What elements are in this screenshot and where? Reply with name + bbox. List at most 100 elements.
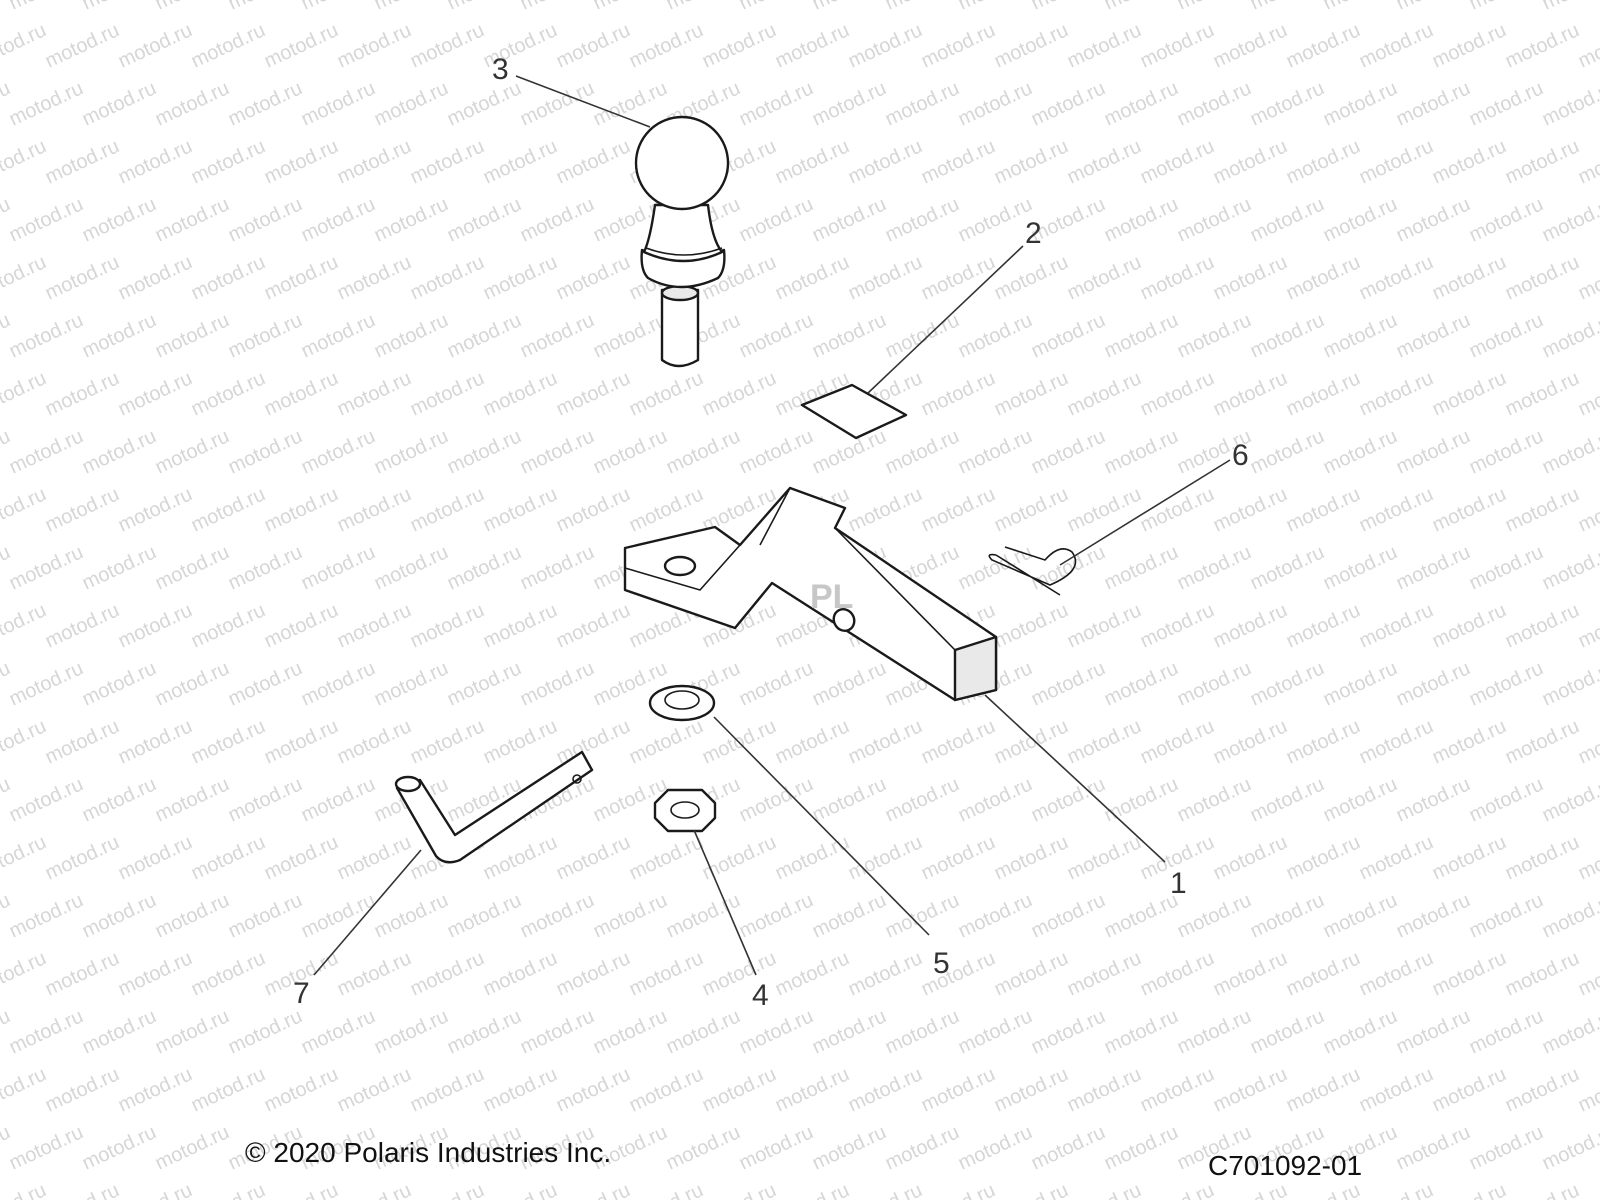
- drawing-number: C701092-01: [1208, 1150, 1363, 1181]
- watermark-text: motod.ru: [42, 715, 123, 768]
- watermark-text: motod.ru: [1539, 889, 1600, 942]
- watermark-text: motod.ru: [152, 77, 233, 130]
- watermark-text: motod.ru: [809, 657, 890, 710]
- watermark-text: motod.ru: [1247, 425, 1328, 478]
- watermark-text: motod.ru: [553, 483, 634, 536]
- hairpin-clip: [988, 546, 1077, 596]
- watermark-text: motod.ru: [882, 193, 963, 246]
- watermark-text: motod.ru: [334, 251, 415, 304]
- decal: [800, 383, 908, 440]
- watermark-text: motod.ru: [1283, 251, 1364, 304]
- watermark-text: motod.ru: [407, 483, 488, 536]
- watermark-text: motod.ru: [334, 367, 415, 420]
- watermark-text: motod.ru: [1356, 1179, 1437, 1200]
- watermark-text: motod.ru: [845, 1179, 926, 1200]
- watermark-text: motod.ru: [1283, 1063, 1364, 1116]
- watermark-text: motod.ru: [1393, 773, 1474, 826]
- watermark-text: motod.ru: [955, 1121, 1036, 1174]
- watermark-text: motod.ru: [517, 657, 598, 710]
- watermark-text: motod.ru: [590, 0, 671, 15]
- watermark-text: motod.ru: [991, 135, 1072, 188]
- watermark-text: motod.ru: [334, 483, 415, 536]
- watermark-text: motod.ru: [1137, 135, 1218, 188]
- watermark-text: motod.ru: [42, 947, 123, 1000]
- watermark-text: motod.ru: [6, 193, 87, 246]
- watermark-text: motod.ru: [1429, 1063, 1510, 1116]
- watermark-text: motod.ru: [1575, 831, 1600, 884]
- watermark-text: motod.ru: [1356, 947, 1437, 1000]
- watermark-text: motod.ru: [736, 193, 817, 246]
- copyright-text: © 2020 Polaris Industries Inc.: [245, 1137, 612, 1168]
- watermark-text: motod.ru: [663, 1005, 744, 1058]
- watermark-text: motod.ru: [1466, 77, 1547, 130]
- watermark-text: motod.ru: [371, 889, 452, 942]
- watermark-text: motod.ru: [772, 715, 853, 768]
- watermark-text: motod.ru: [444, 193, 525, 246]
- watermark-text: motod.ru: [334, 947, 415, 1000]
- watermark-text: motod.ru: [1502, 367, 1583, 420]
- watermark-text: motod.ru: [991, 599, 1072, 652]
- watermark-text: motod.ru: [1137, 1063, 1218, 1116]
- watermark-text: motod.ru: [407, 947, 488, 1000]
- watermark-text: motod.ru: [115, 715, 196, 768]
- watermark-text: motod.ru: [1320, 77, 1401, 130]
- callout-4: 4: [752, 979, 769, 1012]
- watermark-text: motod.ru: [1247, 657, 1328, 710]
- watermark-text: motod.ru: [6, 0, 87, 15]
- watermark-text: motod.ru: [1247, 0, 1328, 15]
- watermark-text: motod.ru: [444, 1005, 525, 1058]
- watermark-text: motod.ru: [261, 1063, 342, 1116]
- watermark-text: motod.ru: [407, 715, 488, 768]
- watermark-text: motod.ru: [1356, 831, 1437, 884]
- watermark-text: motod.ru: [1101, 0, 1182, 15]
- watermark-text: motod.ru: [553, 947, 634, 1000]
- watermark-text: motod.ru: [42, 1179, 123, 1200]
- watermark-text: motod.ru: [1575, 135, 1600, 188]
- watermark-text: motod.ru: [1393, 0, 1474, 15]
- watermark-text: motod.ru: [1064, 483, 1145, 536]
- watermark-text: motod.ru: [1502, 483, 1583, 536]
- watermark-text: motod.ru: [1028, 889, 1109, 942]
- watermark-text: motod.ru: [225, 77, 306, 130]
- watermark-text: motod.ru: [1393, 193, 1474, 246]
- watermark-text: motod.ru: [772, 1179, 853, 1200]
- watermark-text: motod.ru: [1101, 309, 1182, 362]
- watermark-text: motod.ru: [261, 19, 342, 72]
- watermark-text: motod.ru: [79, 193, 160, 246]
- watermark-text: motod.ru: [407, 19, 488, 72]
- watermark-text: motod.ru: [736, 425, 817, 478]
- watermark-text: motod.ru: [1356, 19, 1437, 72]
- watermark-text: motod.ru: [188, 599, 269, 652]
- watermark-text: motod.ru: [1539, 657, 1600, 710]
- callout-2: 2: [1025, 217, 1042, 250]
- watermark-text: motod.ru: [626, 715, 707, 768]
- watermark-text: motod.ru: [955, 889, 1036, 942]
- watermark-text: motod.ru: [42, 1063, 123, 1116]
- watermark-text: motod.ru: [261, 831, 342, 884]
- watermark-text: motod.ru: [1283, 947, 1364, 1000]
- watermark-text: motod.ru: [115, 1179, 196, 1200]
- hitch-bar: PL: [623, 486, 998, 702]
- watermark-text: motod.ru: [371, 0, 452, 15]
- watermark-text: motod.ru: [1429, 831, 1510, 884]
- watermark-text: motod.ru: [955, 77, 1036, 130]
- watermark-text: motod.ru: [1429, 715, 1510, 768]
- watermark-text: motod.ru: [261, 483, 342, 536]
- watermark-text: motod.ru: [1101, 1005, 1182, 1058]
- watermark-text: motod.ru: [1502, 599, 1583, 652]
- watermark-text: motod.ru: [517, 541, 598, 594]
- watermark-text: motod.ru: [1028, 77, 1109, 130]
- watermark-text: motod.ru: [991, 831, 1072, 884]
- watermark-text: motod.ru: [1101, 425, 1182, 478]
- watermark-text: motod.ru: [991, 947, 1072, 1000]
- callout-5: 5: [933, 947, 950, 980]
- watermark-text: motod.ru: [79, 1005, 160, 1058]
- watermark-text: motod.ru: [882, 889, 963, 942]
- watermark-text: motod.ru: [1247, 541, 1328, 594]
- watermark-text: motod.ru: [699, 367, 780, 420]
- watermark-text: motod.ru: [955, 773, 1036, 826]
- watermark-text: motod.ru: [371, 193, 452, 246]
- watermark-text: motod.ru: [480, 1063, 561, 1116]
- watermark-text: motod.ru: [1575, 947, 1600, 1000]
- watermark-text: motod.ru: [371, 541, 452, 594]
